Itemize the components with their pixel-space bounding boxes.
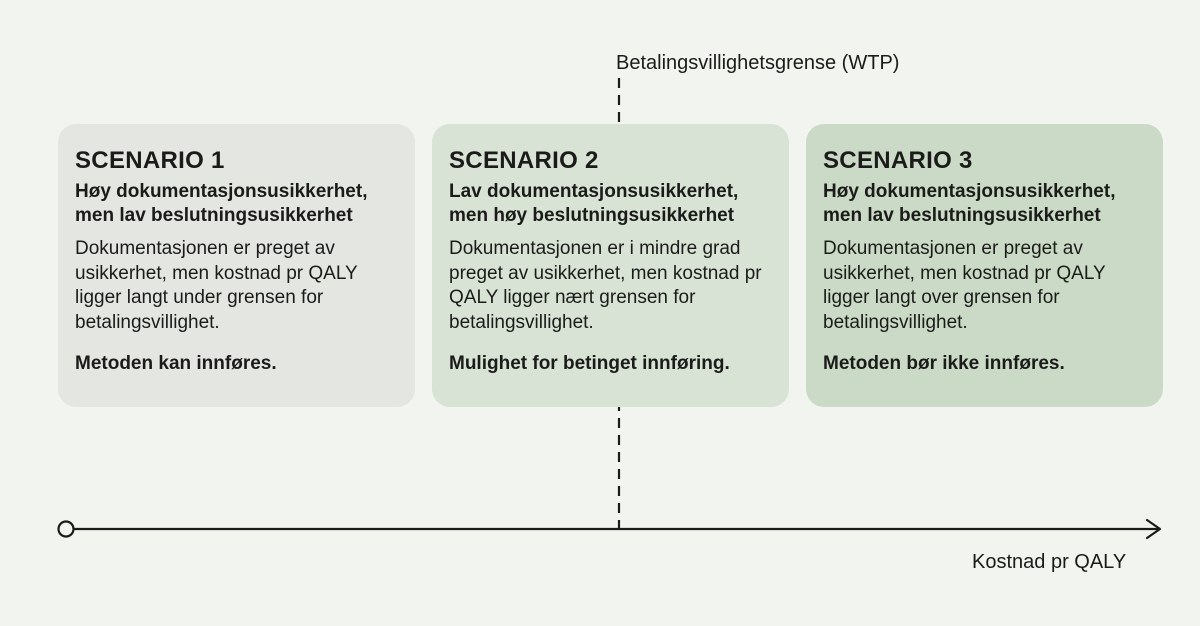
scenario-2-conclusion: Mulighet for betinget innføring. xyxy=(449,353,730,374)
scenario-1-subtitle: Høy dokumentasjonsusikkerhet, men lav be… xyxy=(75,181,368,226)
scenario-3-description: Dokumentasjonen er preget av usikkerhet,… xyxy=(823,238,1106,333)
scenario-2-subtitle: Lav dokumentasjonsusikkerhet, men høy be… xyxy=(449,181,739,226)
wtp-threshold-label: Betalingsvillighetsgrense (WTP) xyxy=(616,52,900,74)
scenario-1-description: Dokumentasjonen er preget av usikkerhet,… xyxy=(75,238,358,333)
scenario-3-title: SCENARIO 3 xyxy=(823,147,973,174)
cost-axis-label: Kostnad pr QALY xyxy=(972,551,1127,573)
scenario-3-card: SCENARIO 3 Høy dokumentasjonsusikkerhet,… xyxy=(806,124,1163,407)
axis-origin-circle-icon xyxy=(57,520,75,538)
scenario-2-description: Dokumentasjonen er i mindre grad preget … xyxy=(449,238,762,333)
scenario-2-title: SCENARIO 2 xyxy=(449,147,599,174)
scenario-1-conclusion: Metoden kan innføres. xyxy=(75,353,277,374)
scenario-3-subtitle: Høy dokumentasjonsusikkerhet, men lav be… xyxy=(823,181,1116,226)
scenario-1-card: SCENARIO 1 Høy dokumentasjonsusikkerhet,… xyxy=(58,124,415,407)
scenario-2-card: SCENARIO 2 Lav dokumentasjonsusikkerhet,… xyxy=(432,124,789,407)
scenario-3-conclusion: Metoden bør ikke innføres. xyxy=(823,353,1065,374)
scenario-1-title: SCENARIO 1 xyxy=(75,147,225,174)
axis-arrowhead-icon xyxy=(1145,518,1162,540)
scenario-boxes-row: SCENARIO 1 Høy dokumentasjonsusikkerhet,… xyxy=(58,124,1164,407)
